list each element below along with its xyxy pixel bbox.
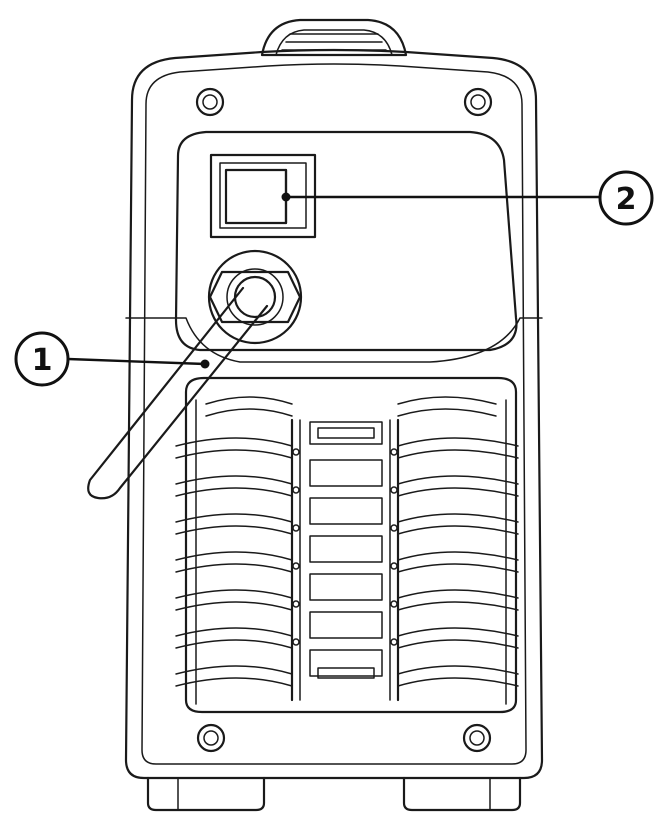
housing-feet (146, 776, 522, 812)
screw-bottom-right (462, 723, 492, 753)
screw-top-left (195, 87, 225, 117)
callout-2-label: 2 (616, 182, 637, 217)
callout-2: 2 (281, 170, 654, 226)
screw-top-right (463, 87, 493, 117)
ventilation-grille (175, 376, 519, 714)
housing (124, 48, 544, 780)
cable-gland (207, 249, 303, 345)
callout-1: 1 (14, 331, 210, 387)
control-panel (125, 130, 543, 363)
power-cable (87, 286, 269, 500)
screw-bottom-left (196, 723, 226, 753)
callout-1-label: 1 (32, 343, 53, 378)
